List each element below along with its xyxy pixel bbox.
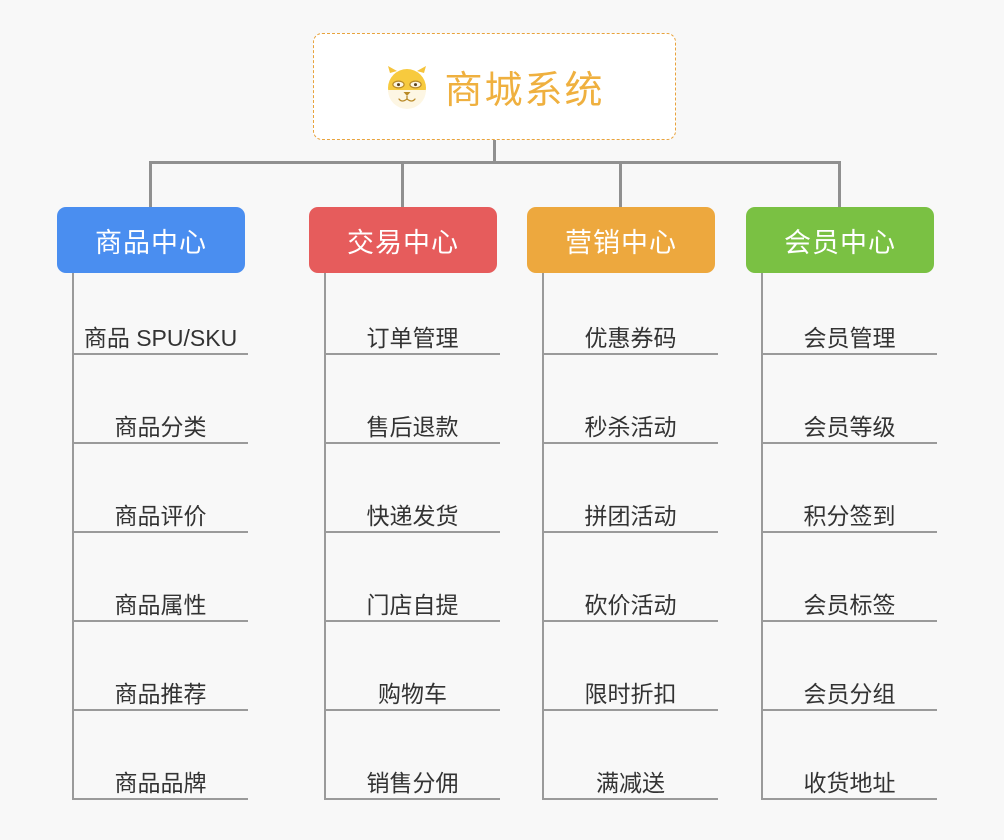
- leaf-item[interactable]: 商品属性: [73, 582, 248, 622]
- branch-header-trade[interactable]: 交易中心: [309, 207, 497, 273]
- leaf-item-label: 收货地址: [803, 769, 896, 796]
- connector-drop-branch-2: [401, 161, 404, 208]
- branch-header-label: 营销中心: [565, 227, 677, 258]
- leaf-item[interactable]: 售后退款: [325, 404, 500, 444]
- leaf-item-label: 售后退款: [366, 413, 459, 440]
- leaf-item[interactable]: 秒杀活动: [543, 404, 718, 444]
- leaf-item[interactable]: 限时折扣: [543, 671, 718, 711]
- leaf-item-label: 优惠券码: [584, 324, 677, 351]
- leaf-item[interactable]: 订单管理: [325, 315, 500, 355]
- leaf-item-label: 购物车: [378, 680, 447, 707]
- leaf-item-label: 会员分组: [803, 680, 896, 707]
- leaf-item[interactable]: 商品分类: [73, 404, 248, 444]
- connector-drop-branch-1: [149, 161, 152, 208]
- leaf-item-label: 会员标签: [803, 591, 896, 618]
- leaf-item-label: 商品推荐: [114, 680, 207, 707]
- leaf-item-label: 会员管理: [803, 324, 896, 351]
- leaf-item[interactable]: 砍价活动: [543, 582, 718, 622]
- leaf-item-label: 销售分佣: [366, 769, 459, 796]
- leaf-item[interactable]: 会员等级: [762, 404, 937, 444]
- leaf-item-label: 订单管理: [366, 324, 459, 351]
- root-title: 商城系统: [444, 70, 605, 112]
- branch-header-label: 商品中心: [95, 227, 207, 258]
- root-node[interactable]: 商城系统: [313, 33, 676, 140]
- leaf-item-label: 商品属性: [114, 591, 207, 618]
- leaf-item[interactable]: 商品推荐: [73, 671, 248, 711]
- leaf-item-label: 限时折扣: [584, 680, 677, 707]
- shiba-dog-face-icon: [384, 64, 430, 110]
- leaf-item-label: 满减送: [596, 769, 665, 796]
- leaf-item[interactable]: 购物车: [325, 671, 500, 711]
- leaf-item[interactable]: 会员分组: [762, 671, 937, 711]
- leaf-item[interactable]: 商品 SPU/SKU: [73, 315, 248, 355]
- leaf-item[interactable]: 会员标签: [762, 582, 937, 622]
- leaf-item[interactable]: 优惠券码: [543, 315, 718, 355]
- leaf-item[interactable]: 拼团活动: [543, 493, 718, 533]
- leaf-item-label: 商品品牌: [114, 769, 207, 796]
- branch-header-label: 交易中心: [347, 227, 459, 258]
- branch-trunk: [72, 273, 74, 800]
- connector-drop-branch-4: [838, 161, 841, 208]
- leaf-item[interactable]: 会员管理: [762, 315, 937, 355]
- branch-trunk: [324, 273, 326, 800]
- leaf-item[interactable]: 快递发货: [325, 493, 500, 533]
- branch-header-marketing[interactable]: 营销中心: [527, 207, 715, 273]
- leaf-item-label: 砍价活动: [584, 591, 677, 618]
- leaf-item[interactable]: 积分签到: [762, 493, 937, 533]
- leaf-item[interactable]: 销售分佣: [325, 760, 500, 800]
- connector-horizontal-bus: [149, 161, 840, 164]
- leaf-item[interactable]: 商品评价: [73, 493, 248, 533]
- leaf-item[interactable]: 满减送: [543, 760, 718, 800]
- leaf-item-label: 快递发货: [366, 502, 459, 529]
- leaf-item-label: 商品评价: [114, 502, 207, 529]
- branch-header-label: 会员中心: [784, 227, 896, 258]
- leaf-item-label: 门店自提: [366, 591, 459, 618]
- branch-header-member[interactable]: 会员中心: [746, 207, 934, 273]
- connector-root-stem: [493, 140, 496, 163]
- leaf-item-label: 积分签到: [803, 502, 896, 529]
- leaf-item-label: 商品分类: [114, 413, 207, 440]
- branch-trunk: [542, 273, 544, 800]
- connector-drop-branch-3: [619, 161, 622, 208]
- leaf-item[interactable]: 商品品牌: [73, 760, 248, 800]
- leaf-item[interactable]: 收货地址: [762, 760, 937, 800]
- branch-trunk: [761, 273, 763, 800]
- leaf-item[interactable]: 门店自提: [325, 582, 500, 622]
- branch-header-product[interactable]: 商品中心: [57, 207, 245, 273]
- leaf-item-label: 商品 SPU/SKU: [83, 324, 238, 351]
- leaf-item-label: 秒杀活动: [584, 413, 677, 440]
- leaf-item-label: 拼团活动: [584, 502, 677, 529]
- leaf-item-label: 会员等级: [803, 413, 896, 440]
